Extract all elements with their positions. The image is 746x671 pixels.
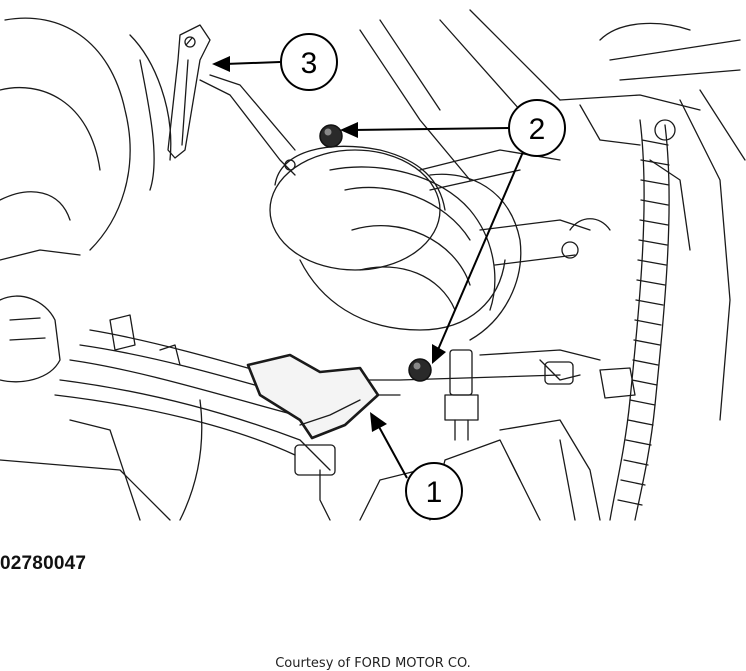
fender-outline: [0, 17, 172, 383]
sensor-assembly: [444, 349, 479, 441]
callout-2-label: 2: [529, 113, 546, 146]
leader-line-3: [224, 61, 281, 65]
leader-line-1: [377, 424, 408, 479]
leader-line-2-lower: [436, 151, 524, 353]
leader-line-2-upper: [351, 127, 511, 131]
engine-bay-diagram: 3 2 1: [0, 9, 746, 521]
callout-1: 1: [405, 462, 463, 520]
arrowhead-3: [212, 56, 230, 72]
bolt-upper: [319, 124, 343, 148]
air-intake-body: [269, 145, 591, 341]
figure-credit: Courtesy of FORD MOTOR CO.: [275, 656, 471, 671]
connector-part-1: [246, 353, 380, 521]
wiring-loom-right: [609, 119, 676, 521]
figure-code: 02780047: [0, 553, 87, 574]
arrowhead-2-lower: [432, 344, 446, 364]
callout-1-label: 1: [426, 476, 443, 509]
arrowhead-2-upper: [340, 122, 358, 138]
callout-3-label: 3: [301, 47, 318, 80]
bolt-lower: [408, 358, 432, 382]
bracket-part-3: [167, 24, 296, 176]
callout-2: 2: [508, 99, 566, 157]
callout-3: 3: [280, 33, 338, 91]
arrowhead-1: [370, 412, 387, 432]
wiring-harness-lower: [54, 314, 636, 471]
engine-upper-structures: [359, 9, 746, 421]
